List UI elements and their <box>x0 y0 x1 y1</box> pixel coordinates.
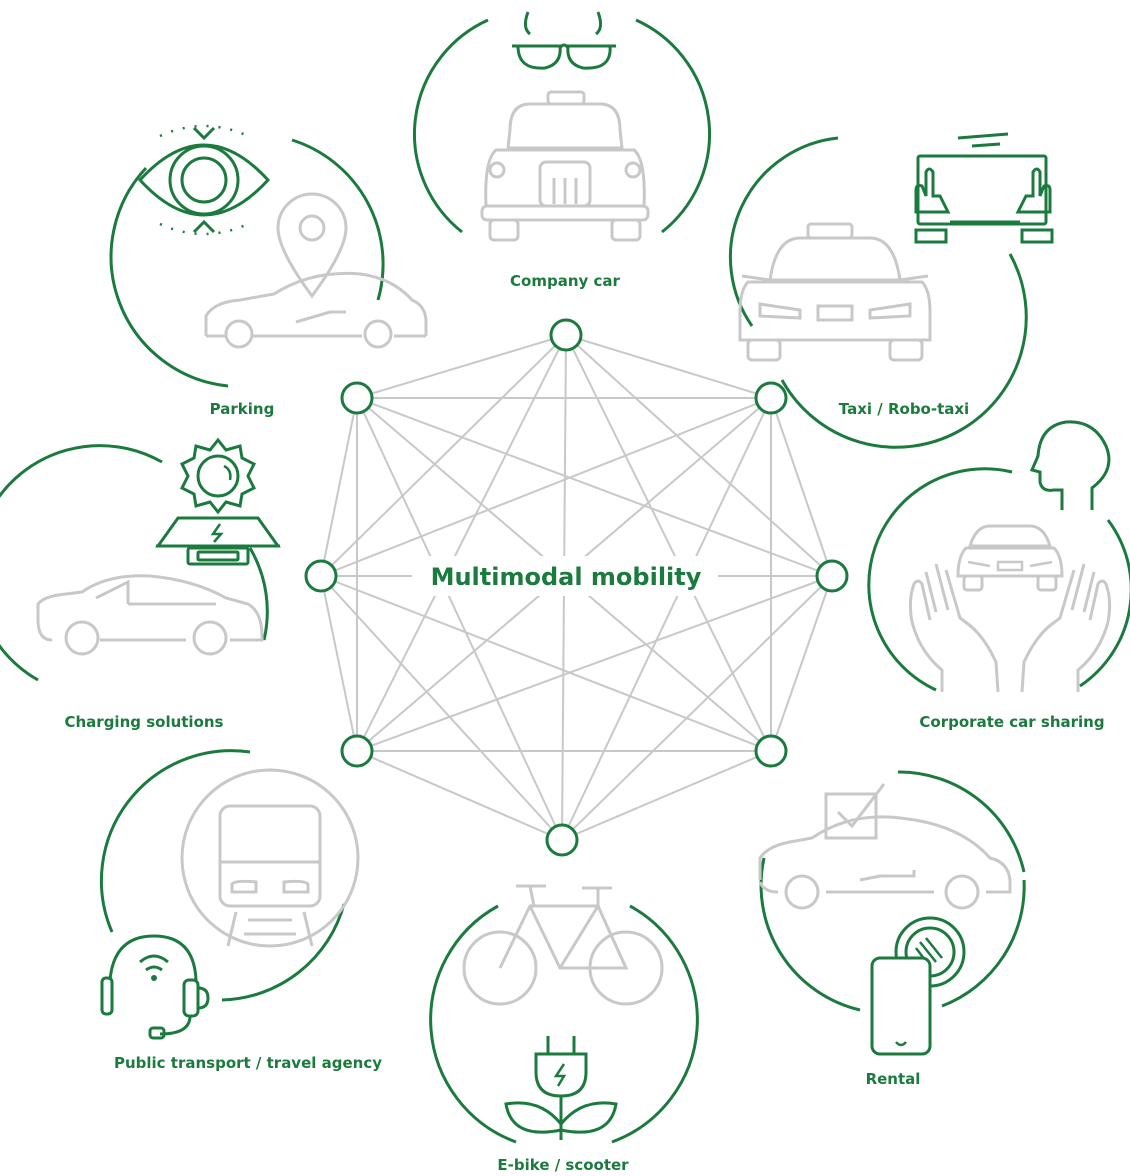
network-node <box>545 823 579 857</box>
smartphone-icon <box>870 956 932 1056</box>
network-edge <box>356 750 563 841</box>
train-circle <box>180 768 360 948</box>
public-transport-arc-left <box>99 749 251 933</box>
network-node <box>754 381 788 415</box>
company-car-icon <box>480 90 650 242</box>
public-transport-label: Public transport / travel agency <box>114 1054 382 1072</box>
network-node <box>304 559 338 593</box>
parking-arc-left <box>109 166 229 388</box>
network-edge <box>356 334 567 399</box>
network-edge <box>356 334 567 752</box>
bicycle-icon <box>462 884 664 1006</box>
car-sharing-group: Corporate car sharing <box>867 420 1130 731</box>
network-node <box>815 559 849 593</box>
parking-group: Parking <box>109 124 428 418</box>
charging-arc-right <box>248 547 269 641</box>
public-transport-arc-right <box>221 903 346 1002</box>
company-car-arc-right <box>635 18 711 234</box>
network-edge <box>356 575 833 752</box>
ebike-arc-left <box>429 904 517 1144</box>
shared-car-icon <box>956 524 1064 592</box>
taxi-icon <box>738 222 932 362</box>
network-edge <box>320 575 563 841</box>
ebike-arc-right <box>611 904 699 1144</box>
network-edge <box>320 575 358 752</box>
rental-arc-left <box>759 857 861 1012</box>
company-car-arc-left <box>413 18 489 234</box>
network-edge <box>320 397 772 577</box>
network-node <box>340 734 374 768</box>
checkbox-icon <box>824 783 886 840</box>
center-title-group: Multimodal mobility <box>412 556 718 596</box>
car-sharing-label: Corporate car sharing <box>919 713 1104 731</box>
rental-car-icon <box>758 815 1012 910</box>
charging-label: Charging solutions <box>64 713 223 731</box>
rental-arc-right <box>897 770 1026 873</box>
charging-car-icon <box>36 574 264 656</box>
headset-icon <box>100 934 210 1040</box>
rental-group: Rental <box>758 770 1026 1088</box>
sunglasses-icon <box>512 11 616 70</box>
train-icon <box>218 804 322 947</box>
network-edge <box>770 575 833 752</box>
taxi-label: Taxi / Robo-taxi <box>839 400 969 418</box>
parked-car-icon <box>204 271 428 349</box>
network-edge <box>356 397 833 577</box>
ebike-group: E-bike / scooter <box>429 884 699 1174</box>
network-edge <box>356 397 563 841</box>
network-edge <box>565 334 772 752</box>
eye-icon <box>137 124 271 236</box>
open-hands-icon <box>908 563 1112 693</box>
network-node <box>340 381 374 415</box>
solar-charger-icon <box>155 516 281 566</box>
network-edge <box>320 575 772 752</box>
network-edge <box>565 334 772 399</box>
rental-arc-lower <box>941 879 1026 1008</box>
public-transport-group: Public transport / travel agency <box>99 749 382 1072</box>
network-edge <box>770 397 833 577</box>
network-edge <box>561 397 772 841</box>
car-sharing-arc-left <box>867 467 1013 692</box>
taxi-arc-left <box>728 136 839 327</box>
network-edge <box>320 334 567 577</box>
taxi-arc-right <box>780 253 1028 449</box>
person-head-icon <box>1029 420 1111 510</box>
charging-group: Charging solutions <box>0 437 281 731</box>
parking-label: Parking <box>210 400 275 418</box>
network-graph <box>304 318 849 857</box>
parking-arc-right <box>291 138 385 301</box>
touchscreen-icon <box>914 132 1054 244</box>
charging-arc-left <box>0 444 163 682</box>
center-title: Multimodal mobility <box>431 563 702 591</box>
network-edge <box>561 750 772 841</box>
sun-icon <box>179 437 257 515</box>
network-node <box>754 734 788 768</box>
network-edge <box>565 334 833 577</box>
network-node <box>549 318 583 352</box>
company-car-label: Company car <box>510 272 620 290</box>
taxi-group: Taxi / Robo-taxi <box>728 132 1054 449</box>
company-car-group: Company car <box>413 11 711 290</box>
network-edge <box>320 397 358 577</box>
ebike-label: E-bike / scooter <box>497 1156 629 1174</box>
location-pin-icon <box>276 192 348 299</box>
network-edge <box>561 575 833 841</box>
rental-label: Rental <box>866 1070 921 1088</box>
plug-leaf-icon <box>504 1036 618 1140</box>
